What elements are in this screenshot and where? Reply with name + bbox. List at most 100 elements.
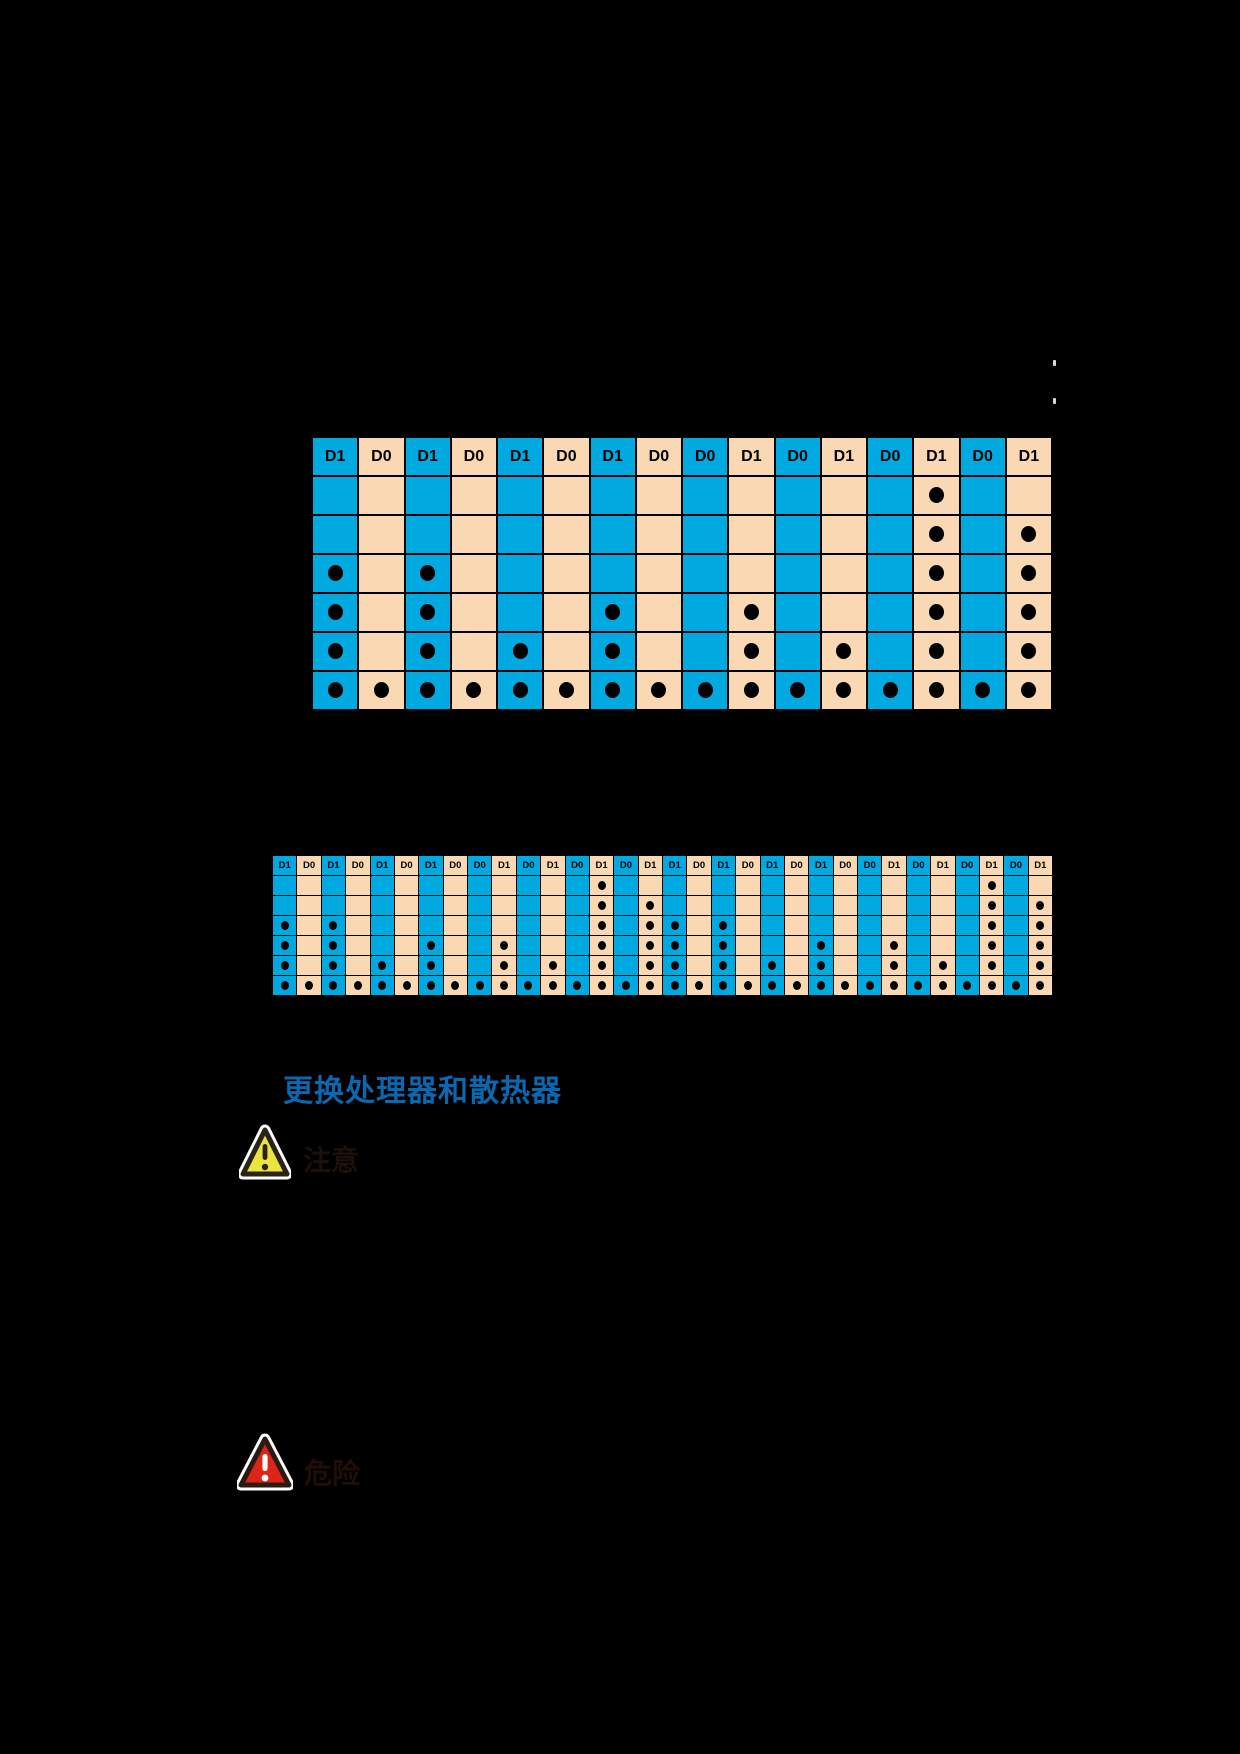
dimm-slot-cell [564,955,590,976]
dimm-slot-header: D0 [865,436,915,477]
dimm-slot-cell [393,895,420,916]
dimm-slot-cell [637,935,664,956]
dimm-populated-dot [280,960,289,970]
dimm-slot-cell [542,553,591,594]
dimm-slot-cell [978,975,1005,996]
dimm-slot-cell [564,895,590,916]
dimm-slot-cell [320,955,347,976]
dimm-populated-dot [743,643,759,660]
dimm-populated-dot [605,643,621,660]
dimm-slot-cell [865,553,915,594]
dimm-slot-cell [369,875,395,896]
dimm-slot-header: D1 [310,436,360,477]
dimm-populated-dot [426,980,435,990]
dimm-populated-dot [558,682,574,699]
dimm-slot-cell [954,935,980,956]
dimm-slot-cell [735,875,761,896]
dimm-slot-cell [320,935,347,956]
dimm-population-row [310,553,1054,594]
dimm-slot-cell [912,631,961,672]
dimm-slot-cell [540,935,566,956]
dimm-slot-cell [310,475,360,516]
dimm-slot-cell [271,975,298,996]
dimm-slot-header: D0 [634,436,684,477]
dimm-slot-cell [491,935,517,956]
dimm-slot-header: D1 [808,855,834,876]
dimm-slot-cell [588,553,637,594]
dimm-populated-dot [836,682,852,699]
dimm-slot-cell [310,631,360,672]
dimm-slot-cell [588,592,637,633]
dimm-slot-cell [540,975,566,996]
dimm-slot-cell [710,875,737,896]
dimm-populated-dot [420,565,436,582]
dimm-slot-cell [449,592,499,633]
dimm-populated-dot [500,940,509,950]
dimm-slot-header: D1 [661,855,688,876]
dimm-slot-cell [637,895,664,916]
dimm-population-row [271,915,1054,936]
danger-triangle-icon [235,1432,295,1499]
caution-triangle-icon [237,1123,293,1188]
dimm-slot-cell [958,670,1007,711]
dimm-slot-cell [912,670,961,711]
dimm-slot-cell [905,955,932,976]
dimm-slot-cell [310,553,360,594]
dimm-populated-dot [928,643,944,660]
dimm-slot-header: D0 [783,855,810,876]
dimm-slot-cell [954,875,980,896]
dimm-slot-cell [1004,514,1054,555]
dimm-slot-header: D0 [735,855,761,876]
dimm-slot-header: D0 [832,855,859,876]
dimm-populated-dot [646,900,655,910]
dimm-slot-cell [466,955,493,976]
dimm-slot-cell [588,975,615,996]
dimm-populated-dot [1036,920,1045,930]
dimm-slot-header: D1 [495,436,545,477]
dimm-populated-dot [987,980,996,990]
dimm-slot-cell [661,975,688,996]
dimm-slot-cell [296,875,322,896]
dimm-slot-header: D0 [449,436,499,477]
dimm-slot-header: D1 [1004,436,1054,477]
dimm-slot-cell [613,875,639,896]
dimm-slot-cell [783,915,810,936]
dimm-slot-cell [418,935,444,956]
dimm-slot-cell [759,895,785,916]
dimm-slot-cell [661,935,688,956]
dimm-slot-cell [881,915,907,936]
dimm-slot-cell [345,895,371,916]
dimm-slot-cell [495,631,545,672]
dimm-slot-cell [588,875,615,896]
dimm-populated-dot [597,960,606,970]
dimm-slot-cell [418,975,444,996]
dimm-slot-cell [856,935,883,956]
dimm-slot-cell [912,553,961,594]
dimm-slot-cell [495,553,545,594]
dimm-populated-dot [597,980,606,990]
dimm-slot-cell [495,514,545,555]
dimm-populated-dot [512,682,528,699]
dimm-slot-cell [905,875,932,896]
dimm-slot-cell [783,935,810,956]
dimm-slot-cell [808,895,834,916]
dimm-slot-cell [515,975,542,996]
dimm-slot-cell [832,895,859,916]
dimm-population-row [310,475,1054,516]
dimm-slot-cell [403,553,452,594]
dimm-slot-cell [637,975,664,996]
dimm-slot-cell [773,670,822,711]
dimm-populated-dot [548,980,557,990]
dimm-populated-dot [597,920,606,930]
dimm-slot-cell [978,955,1005,976]
dimm-slot-cell [958,553,1007,594]
dimm-slot-cell [296,915,322,936]
dimm-populated-dot [466,682,482,699]
dimm-populated-dot [768,960,777,970]
dimm-slot-header: D1 [588,436,637,477]
dimm-slot-cell [808,975,834,996]
dimm-populated-dot [373,682,389,699]
dimm-slot-cell [930,975,956,996]
dimm-slot-header: D0 [613,855,639,876]
dimm-slot-cell [634,553,684,594]
